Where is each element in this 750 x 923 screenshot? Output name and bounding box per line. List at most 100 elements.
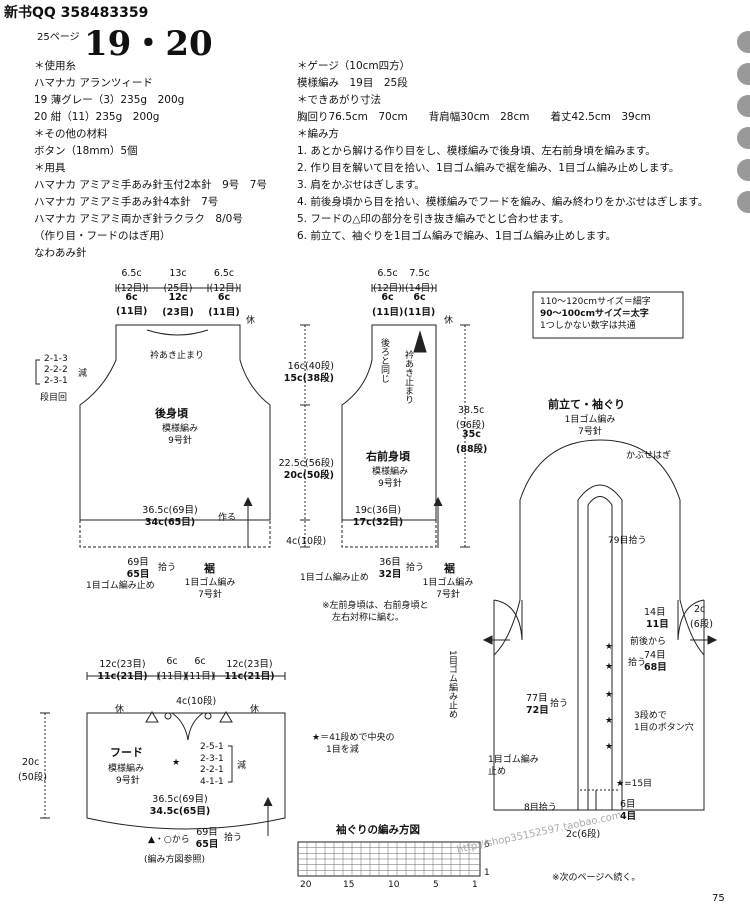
size-legend: 110～120cmサイズ＝細字 90～100cmサイズ＝太字 1つしかない数字は… <box>540 296 651 332</box>
band-title: 前立て・袖ぐり <box>548 398 625 411</box>
stitch-count: 6目 <box>620 799 636 810</box>
dim-text: 6c <box>217 292 231 303</box>
hood-rows: (50段) <box>18 772 48 783</box>
armhole-decrease: 2-1-3 2-2-2 2-3-1 <box>44 354 68 387</box>
from-front-back: 前後から <box>630 637 667 647</box>
dim-text: 6.5c <box>377 268 398 279</box>
decrease-label: 減 <box>78 369 88 379</box>
dim-text: (14目) <box>404 283 434 294</box>
height-dim: 16c(40段) <box>287 361 334 372</box>
hood-width-bold: 34.5c(65目) <box>149 806 211 817</box>
stitch-count-bold: 72目 <box>526 705 549 716</box>
side-tabs <box>737 31 750 213</box>
chart-tick: 20 <box>300 880 312 890</box>
instruction-line: 6. 前立て、袖ぐりを1目ゴム編みで編み、1目ゴム編み止めします。 <box>297 230 617 242</box>
stitch-count: 14目 <box>644 607 666 618</box>
hem-needle: 7号針 <box>198 590 222 600</box>
materials-line: ＊使用糸 <box>34 60 76 72</box>
dim-text: 12c(23目) <box>99 659 146 670</box>
rest-label: 休 <box>250 705 260 715</box>
rib-label: 1目ゴム編み <box>488 755 539 765</box>
dec-row: 2-3-1 <box>44 376 68 386</box>
chart-tick: 5 <box>433 880 439 890</box>
dim-text: (11目) <box>116 306 148 317</box>
front-band-outline <box>577 484 623 810</box>
dim-text: 6c <box>166 656 178 667</box>
instruction-line: 胸回り76.5cm 70cm 背肩幅30cm 28cm 着丈42.5cm 39c… <box>297 111 651 123</box>
back-body-title: 後身頃 <box>155 407 188 420</box>
left-front-note: 左右対称に編む。 <box>332 613 405 623</box>
chart-title: 袖ぐりの編み方図 <box>336 824 420 836</box>
materials-line: 20 紺（11）235g 200g <box>34 111 160 123</box>
stitch-count-bold: 68目 <box>644 662 667 673</box>
front-width: 19c(36目) <box>354 505 402 516</box>
pick-label: 拾う <box>628 658 647 668</box>
dim-text: 6c <box>194 656 206 667</box>
dim-text: 11c(21目) <box>224 671 275 682</box>
dim-text: 6.5c <box>213 268 235 279</box>
pattern-label: 模様編み <box>371 467 408 477</box>
hood-pick-label: 79目拾う <box>608 536 647 546</box>
dec-row: 2-5-1 <box>200 742 224 752</box>
dim-text: (11目) <box>157 671 187 682</box>
chart-row-tick: 6 <box>484 840 490 850</box>
instruction-line: 5. フードの△印の部分を引き抜き編みでとじ合わせます。 <box>297 213 570 225</box>
needle-label: 9号針 <box>168 436 192 446</box>
continued-note: ※次のページへ続く。 <box>552 873 641 883</box>
chart-reference: (編み方図参照) <box>144 855 206 865</box>
instruction-line: 1. あとから解ける作り目をし、模様編みで後身頃、左右前身頃を編みます。 <box>297 145 656 157</box>
materials-line: ハマナカ アミアミ両かぎ針ラクラク 8/0号 <box>34 213 243 225</box>
stitch-count: 77目 <box>526 693 548 704</box>
rest-label: 休 <box>246 316 256 326</box>
back-dim-left-stitch: 6c (11目) <box>116 292 147 317</box>
dec-row: 4-1-1 <box>200 776 224 787</box>
dec-row: 2-2-2 <box>44 365 68 375</box>
back-body-outline <box>79 324 271 521</box>
pattern-label: 模様編み <box>108 764 145 774</box>
materials-line: ボタン（18mm）5個 <box>34 145 138 157</box>
instruction-line: 模様編み 19目 25段 <box>297 77 408 89</box>
left-front-note: ※左前身頃は、右前身頃と <box>322 601 429 611</box>
height-dim: 22.5c(56段) <box>278 458 334 469</box>
instruction-line: ＊編み方 <box>297 128 339 140</box>
dim-text: (25目) <box>163 283 193 294</box>
same-as-back-label: 後ろと同じ <box>379 338 389 383</box>
front-body-title: 右前身頃 <box>366 450 410 463</box>
dim-text: 7.5c <box>409 268 430 279</box>
size-legend-box <box>532 291 684 339</box>
star-icon: ★ <box>605 662 614 672</box>
dim-text: (12目) <box>116 283 146 294</box>
rest-label: 休 <box>444 316 454 326</box>
bind-off-label: 1目ゴム編み止め <box>300 573 369 583</box>
pick-count: 69目 <box>196 827 218 838</box>
height-dim-bold: 15c(38段) <box>283 373 334 384</box>
band-height: 2c(6段) <box>566 829 601 840</box>
total-rows: (96段) <box>456 420 486 431</box>
stitch-count-bold: 4目 <box>620 811 637 822</box>
band-width: 2c <box>694 604 706 615</box>
dim-text: (12目) <box>209 283 239 294</box>
decrease-label: 減 <box>237 761 247 771</box>
chart-tick: 10 <box>388 880 400 890</box>
hem-pattern: 1目ゴム編み <box>422 578 474 588</box>
star-count-label: ★=15目 <box>616 779 653 789</box>
total-length: 38.5c <box>458 405 485 416</box>
instruction-line: 3. 肩をかぶせはぎします。 <box>297 179 425 191</box>
star-icon: ★ <box>172 758 181 768</box>
pattern-label: 模様編み <box>161 424 198 434</box>
front-body-outline <box>341 324 437 521</box>
dim-text: (11目) <box>208 307 240 318</box>
back-width-bold: 34c(65目) <box>144 517 196 528</box>
materials-list: ＊使用糸 ハマナカ アランツィード 19 薄グレー（3）235g 200g 20… <box>34 58 267 262</box>
pick-count-bold: 32目 <box>378 569 402 580</box>
legend-common: 1つしかない数字は共通 <box>540 321 636 331</box>
bind-off-label: 1目ゴム編み止め <box>86 581 155 591</box>
materials-line: ハマナカ アランツィード <box>34 77 153 89</box>
back-hem-rib <box>79 520 271 548</box>
dim-text: 6c <box>381 292 394 303</box>
join-label: かぶせはぎ <box>626 451 672 461</box>
dec-row: 2-3-1 <box>200 753 224 764</box>
dim-text: 6c <box>413 292 426 303</box>
instruction-line: ＊できあがり寸法 <box>297 94 381 106</box>
